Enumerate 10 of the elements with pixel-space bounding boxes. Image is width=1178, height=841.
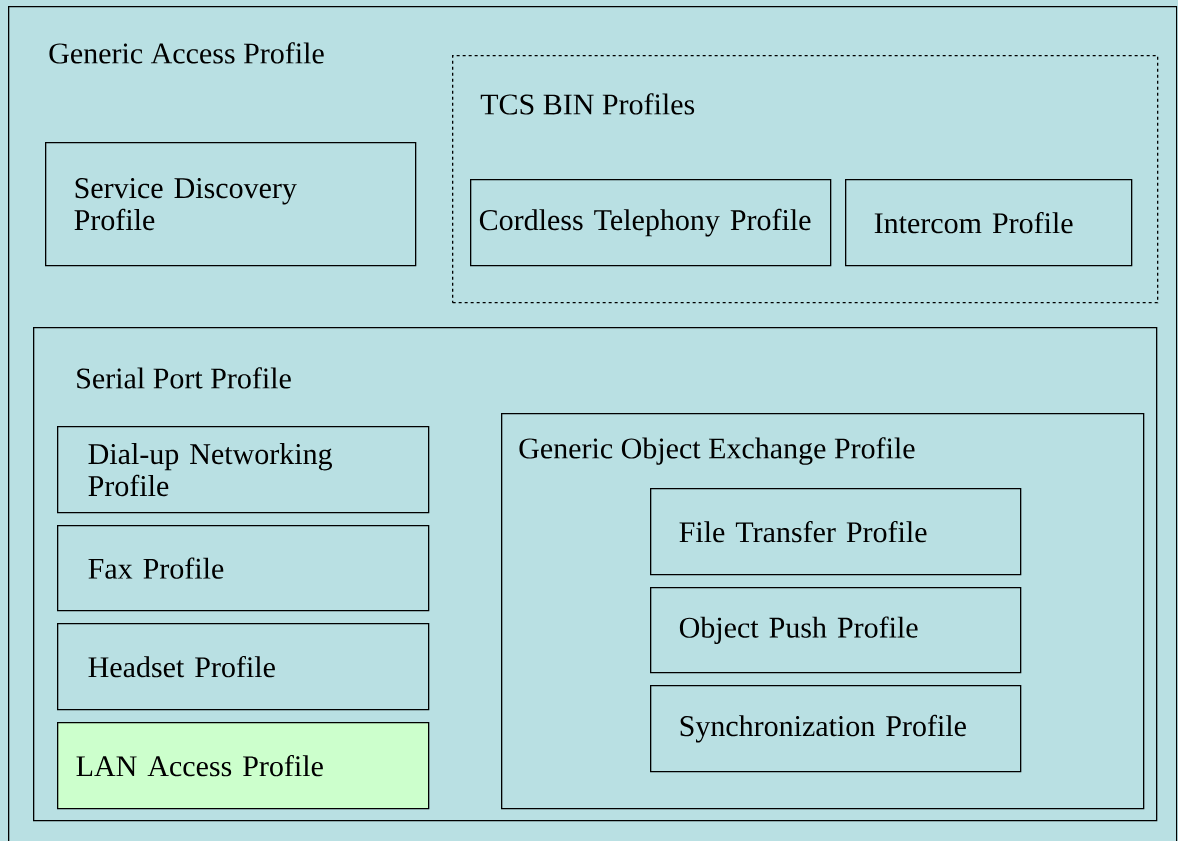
profile-box: Fax Profile <box>57 525 430 612</box>
profile-box: File Transfer Profile <box>650 488 1022 576</box>
profile-box: Synchronization Profile <box>650 685 1022 773</box>
profile-box: LAN Access Profile <box>57 722 430 810</box>
profile-box: Cordless Telephony Profile <box>470 179 832 267</box>
profile-box: Dial-up Networking Profile <box>57 426 430 514</box>
profile-box: Intercom Profile <box>845 179 1133 267</box>
profile-box: Headset Profile <box>57 623 430 711</box>
profile-box: Service Discovery Profile <box>45 142 417 267</box>
profile-box: Object Push Profile <box>650 587 1022 674</box>
